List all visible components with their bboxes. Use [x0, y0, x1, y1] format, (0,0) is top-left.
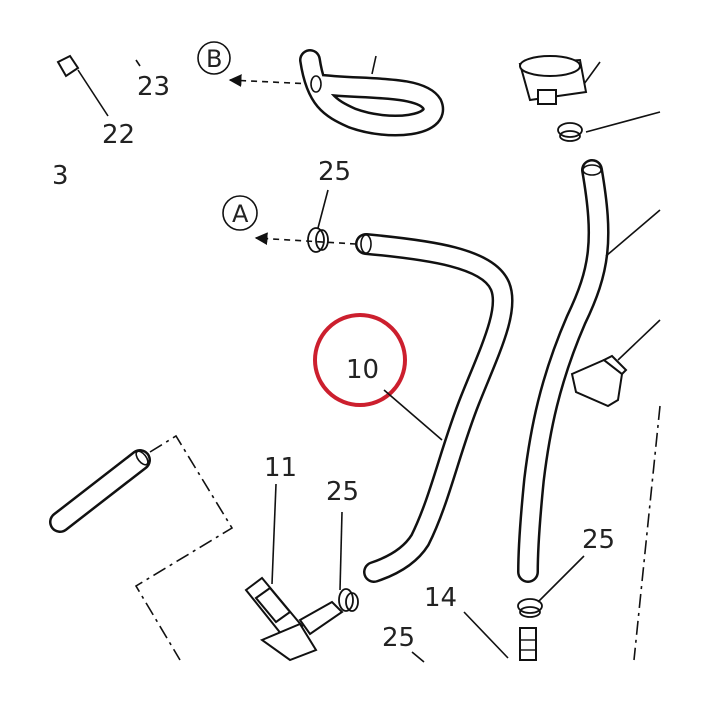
label-11: 11: [264, 453, 297, 483]
hose-clip-mid: [338, 588, 359, 612]
label-10: 10: [346, 355, 379, 385]
hose-top-loop: [299, 49, 444, 137]
ref-b-callout: B: [197, 41, 231, 75]
leader-25-top: [317, 189, 329, 229]
leader-10: [383, 389, 443, 441]
leader-25-bottom: [411, 651, 425, 663]
label-25-right: 25: [582, 525, 615, 555]
part-22-fragment: [56, 54, 109, 117]
part-nozzle-top: [518, 55, 588, 105]
leader-top-hose: [371, 55, 377, 75]
hose-10: [355, 233, 514, 583]
arrow-to-a: [254, 232, 357, 246]
boundary-right: [633, 405, 661, 661]
leader-hose-right: [605, 209, 661, 257]
arrow-to-b: [228, 74, 313, 87]
label-14: 14: [424, 583, 457, 613]
leader-23: [135, 59, 141, 67]
label-3-partial: 3: [52, 161, 69, 191]
pump-11: [244, 576, 344, 662]
fitting-14: [519, 627, 537, 661]
leader-bracket: [617, 319, 661, 361]
leader-25-right: [537, 555, 585, 603]
boundary-left: [134, 434, 234, 661]
ref-a-letter: A: [232, 200, 249, 228]
leader-nozzle: [583, 61, 601, 85]
highlight-circle: [313, 313, 407, 407]
hose-clip-right-top: [557, 122, 583, 142]
hose-lower-left: [49, 449, 151, 533]
label-25-top: 25: [318, 157, 351, 187]
leader-11: [271, 483, 277, 585]
leader-25-mid: [339, 511, 343, 591]
label-22: 22: [102, 120, 135, 150]
ref-b-letter: B: [206, 45, 222, 73]
hose-right: [517, 159, 610, 583]
hose-clip-right-bottom: [517, 598, 543, 618]
hose-clip-top: [307, 227, 329, 253]
label-25-bottom: 25: [382, 623, 415, 653]
label-25-mid: 25: [326, 477, 359, 507]
label-23: 23: [137, 72, 170, 102]
bracket-right: [570, 354, 628, 408]
ref-a-callout: A: [222, 195, 258, 231]
leader-clip-right-top: [585, 111, 661, 133]
leader-14: [463, 611, 509, 659]
